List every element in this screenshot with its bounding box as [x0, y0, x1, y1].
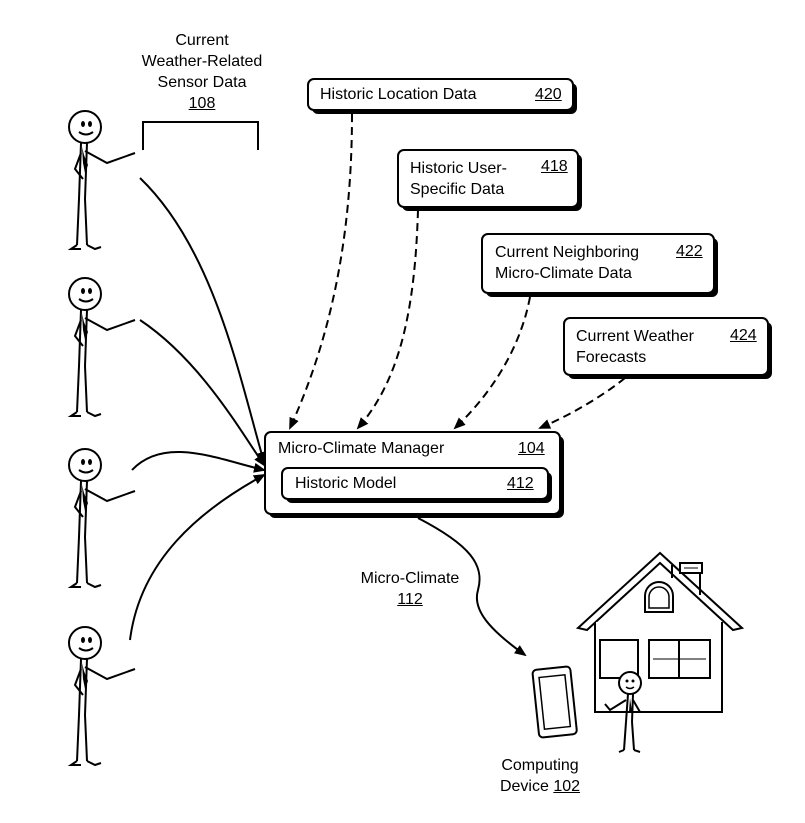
micro-climate-text: Micro-Climate — [360, 570, 460, 587]
forecasts-ref: 424 — [730, 327, 757, 344]
historic-user-line1: Historic User- — [410, 160, 507, 177]
forecasts-line1: Current Weather — [576, 328, 694, 345]
historic-location-ref: 420 — [535, 86, 562, 103]
arrow-person-4 — [129, 474, 266, 641]
tablet-device-icon — [531, 665, 578, 739]
manager-label: Micro-Climate Manager — [278, 440, 445, 457]
sensor-data-bracket — [142, 121, 259, 150]
box-neighboring — [481, 233, 718, 297]
box-historic-user — [397, 149, 582, 211]
historic-model-label: Historic Model — [295, 475, 397, 492]
neighboring-line2: Micro-Climate Data — [495, 265, 632, 282]
sensor-data-ref: 108 — [188, 95, 216, 112]
dashed-arrow-420 — [289, 113, 353, 430]
person-house-icon — [604, 671, 642, 753]
person-4-icon — [68, 626, 136, 766]
neighboring-line1: Current Neighboring — [495, 244, 640, 261]
historic-user-ref: 418 — [541, 158, 568, 175]
micro-climate-label: Micro-Climate 112 — [340, 568, 480, 610]
forecasts-line2: Forecasts — [576, 349, 647, 366]
sensor-data-label: Current Weather-Related Sensor Data 108 — [120, 30, 284, 114]
dashed-arrow-422 — [453, 296, 531, 430]
box-forecasts — [563, 317, 772, 379]
person-3-icon — [68, 448, 136, 588]
historic-model-ref: 412 — [507, 475, 534, 492]
historic-location-label: Historic Location Data — [320, 86, 477, 103]
sensor-data-line2: Weather-Related — [141, 53, 263, 70]
sensor-data-line3: Sensor Data — [157, 74, 247, 91]
computing-device-line2: Device 102 — [470, 776, 610, 797]
arrow-person-1 — [139, 177, 266, 464]
dashed-arrow-418 — [356, 209, 419, 430]
computing-device-label: Computing Device 102 — [470, 755, 610, 797]
computing-device-ref: 102 — [553, 778, 581, 795]
arrow-micro-climate — [417, 517, 527, 657]
dashed-arrow-424 — [538, 377, 626, 429]
sensor-data-line1: Current — [175, 32, 229, 49]
micro-climate-ref: 112 — [397, 591, 423, 608]
computing-device-word: Device — [499, 778, 549, 795]
person-2-icon — [68, 277, 136, 417]
box-historic-model — [281, 467, 552, 503]
historic-user-line2: Specific Data — [410, 181, 505, 198]
box-historic-location — [307, 78, 577, 114]
person-1-icon — [68, 110, 136, 250]
computing-device-line1: Computing — [501, 757, 579, 774]
arrow-person-2 — [139, 319, 266, 467]
neighboring-ref: 422 — [676, 243, 703, 260]
manager-ref: 104 — [518, 440, 545, 457]
house-icon — [575, 551, 745, 713]
arrow-person-3 — [131, 450, 266, 473]
